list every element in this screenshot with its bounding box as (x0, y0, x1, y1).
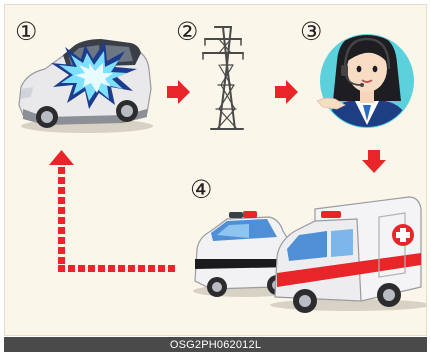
step-1-number: ① (15, 17, 38, 46)
operator-icon (316, 34, 414, 128)
step-3-number: ③ (300, 17, 323, 46)
arrow-right-2-icon (275, 80, 298, 104)
diagram-canvas (18, 26, 426, 313)
impact-burst-icon (51, 41, 137, 109)
police-car-icon (193, 211, 297, 297)
caption-bar: OSG2PH062012L (4, 337, 427, 352)
arrow-right-1-icon (167, 80, 190, 104)
diagram-frame: ① ② ③ ④ (4, 4, 427, 336)
arrow-down-icon (362, 150, 386, 173)
transmission-tower-icon (202, 26, 244, 130)
figure-code: OSG2PH062012L (169, 338, 262, 351)
return-path-arrow (49, 150, 175, 272)
ambulance-icon (270, 196, 426, 313)
step-4-number: ④ (190, 175, 213, 204)
step-2-number: ② (176, 17, 199, 46)
